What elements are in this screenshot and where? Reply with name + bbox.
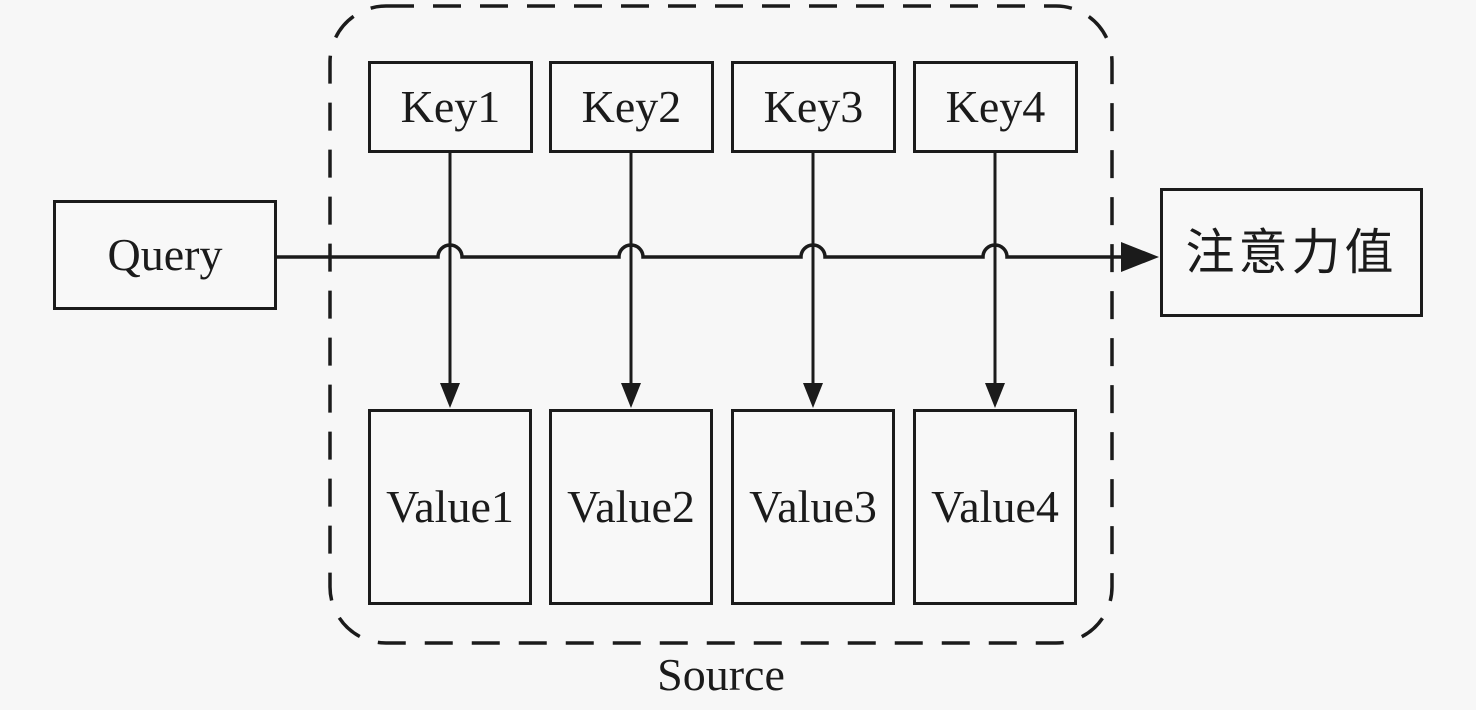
key3-label: Key3	[763, 81, 864, 132]
value2-label: Value2	[567, 481, 695, 532]
key1-label: Key1	[400, 81, 501, 132]
source-group-label: Source	[657, 649, 785, 700]
query-label: Query	[107, 229, 223, 280]
query-to-output-arrow	[277, 242, 1159, 272]
key4-box: Key4	[913, 61, 1078, 153]
key3-box: Key3	[731, 61, 896, 153]
arrowhead-down-icon	[803, 383, 823, 408]
key3-to-value3-arrow	[803, 153, 823, 408]
arrowhead-down-icon	[621, 383, 641, 408]
value1-label: Value1	[386, 481, 514, 532]
arrowhead-down-icon	[440, 383, 460, 408]
source-group-boundary	[328, 4, 1114, 645]
attention-value-label: 注意力值	[1185, 225, 1398, 280]
value2-box: Value2	[549, 409, 713, 605]
attention-value-box: 注意力值	[1160, 188, 1423, 317]
key4-to-value4-arrow	[985, 153, 1005, 408]
arrowhead-down-icon	[985, 383, 1005, 408]
value4-label: Value4	[931, 481, 1059, 532]
key2-label: Key2	[581, 81, 682, 132]
key2-to-value2-arrow	[621, 153, 641, 408]
key2-box: Key2	[549, 61, 714, 153]
query-box: Query	[53, 200, 277, 310]
key1-box: Key1	[368, 61, 533, 153]
key1-to-value1-arrow	[440, 153, 460, 408]
value4-box: Value4	[913, 409, 1077, 605]
value3-box: Value3	[731, 409, 895, 605]
arrowhead-right-icon	[1121, 242, 1159, 272]
key4-label: Key4	[945, 81, 1046, 132]
value3-label: Value3	[749, 481, 877, 532]
value1-box: Value1	[368, 409, 532, 605]
